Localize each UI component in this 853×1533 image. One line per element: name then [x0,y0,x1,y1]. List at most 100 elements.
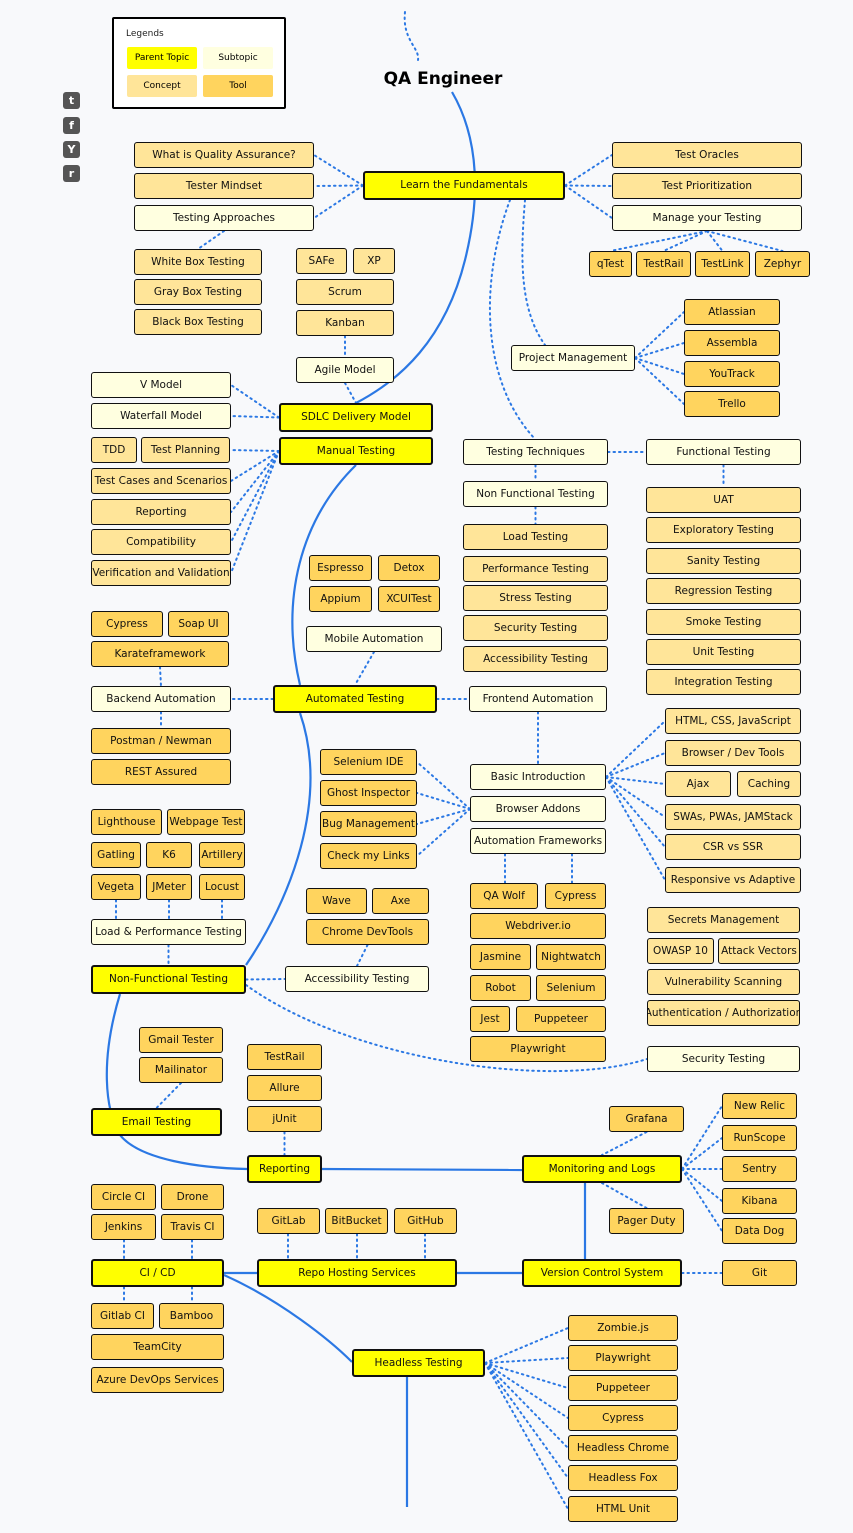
node-mailinator[interactable]: Mailinator [139,1057,223,1083]
node-circleci[interactable]: Circle CI [91,1184,156,1210]
node-prio[interactable]: Test Prioritization [612,173,802,199]
node-lighthouse[interactable]: Lighthouse [91,809,162,835]
node-chromedev[interactable]: Chrome DevTools [306,919,429,945]
node-testrail2[interactable]: TestRail [247,1044,322,1070]
node-ghost[interactable]: Ghost Inspector [320,780,417,806]
node-wiqa[interactable]: What is Quality Assurance? [134,142,314,168]
node-cypress1[interactable]: Cypress [91,611,163,637]
node-perf[interactable]: Performance Testing [463,556,608,582]
node-sdlc[interactable]: SDLC Delivery Model [279,403,433,432]
node-addons[interactable]: Browser Addons [470,796,606,822]
node-mobile[interactable]: Mobile Automation [306,626,442,652]
node-backend[interactable]: Backend Automation [91,686,231,712]
node-webpagetest[interactable]: Webpage Test [167,809,245,835]
node-git[interactable]: Git [722,1260,797,1286]
node-nonfunc1[interactable]: Non Functional Testing [463,481,608,507]
node-stress[interactable]: Stress Testing [463,585,608,611]
node-secrets[interactable]: Secrets Management [647,907,800,933]
node-integ[interactable]: Integration Testing [646,669,801,695]
node-locust[interactable]: Locust [199,874,245,900]
node-basicintro[interactable]: Basic Introduction [470,764,606,790]
node-agile[interactable]: Agile Model [296,357,394,383]
node-gmail[interactable]: Gmail Tester [139,1027,223,1053]
node-tmind[interactable]: Tester Mindset [134,173,314,199]
node-newrelic[interactable]: New Relic [722,1093,797,1119]
node-tdd[interactable]: TDD [91,437,137,463]
node-sentry[interactable]: Sentry [722,1156,797,1182]
node-explor[interactable]: Exploratory Testing [646,517,801,543]
node-drone[interactable]: Drone [161,1184,224,1210]
node-artillery[interactable]: Artillery [199,842,245,868]
node-bitbucket[interactable]: BitBucket [325,1208,388,1234]
node-datadog[interactable]: Data Dog [722,1218,797,1244]
node-jmeter[interactable]: JMeter [146,874,192,900]
node-xcui[interactable]: XCUITest [378,586,440,612]
node-ajax[interactable]: Ajax [665,771,731,797]
node-compat[interactable]: Compatibility [91,529,231,555]
node-reporting1[interactable]: Reporting [91,499,231,525]
node-monitoring[interactable]: Monitoring and Logs [522,1155,682,1183]
node-restassured[interactable]: REST Assured [91,759,231,785]
twitter-icon[interactable]: t [63,92,80,109]
node-wave[interactable]: Wave [306,888,367,914]
node-playwright2[interactable]: Playwright [568,1345,678,1371]
node-nonfunc2[interactable]: Non-Functional Testing [91,965,246,994]
node-email[interactable]: Email Testing [91,1108,222,1136]
node-cypress2[interactable]: Cypress [545,883,606,909]
node-robot[interactable]: Robot [470,975,531,1001]
reddit-icon[interactable]: r [63,165,80,182]
node-qtest[interactable]: qTest [589,251,632,277]
node-hfox[interactable]: Headless Fox [568,1465,678,1491]
node-soapui[interactable]: Soap UI [168,611,229,637]
node-automated[interactable]: Automated Testing [273,685,437,713]
node-junit[interactable]: jUnit [247,1106,322,1132]
node-oracles[interactable]: Test Oracles [612,142,802,168]
node-manual[interactable]: Manual Testing [279,437,433,465]
node-html[interactable]: HTML, CSS, JavaScript [665,708,801,734]
node-regress[interactable]: Regression Testing [646,578,801,604]
node-techniques[interactable]: Testing Techniques [463,439,608,465]
node-github[interactable]: GitHub [394,1208,457,1234]
node-zephyr[interactable]: Zephyr [755,251,810,277]
node-webdriverio[interactable]: Webdriver.io [470,913,606,939]
node-zombie[interactable]: Zombie.js [568,1315,678,1341]
node-tplan[interactable]: Test Planning [141,437,230,463]
node-runscope[interactable]: RunScope [722,1125,797,1151]
node-frontend[interactable]: Frontend Automation [469,686,607,712]
node-security2[interactable]: Security Testing [647,1046,800,1072]
node-headless[interactable]: Headless Testing [352,1349,485,1377]
node-qawolf[interactable]: QA Wolf [470,883,538,909]
node-scrum[interactable]: Scrum [296,279,394,305]
node-atlassian[interactable]: Atlassian [684,299,780,325]
node-black[interactable]: Black Box Testing [134,309,262,335]
node-access2[interactable]: Accessibility Testing [285,966,429,992]
node-selenium[interactable]: Selenium [536,975,606,1001]
node-appium[interactable]: Appium [309,586,372,612]
node-fund[interactable]: Learn the Fundamentals [363,171,565,200]
node-tappr[interactable]: Testing Approaches [134,205,314,231]
node-safe[interactable]: SAFe [296,248,347,274]
node-load[interactable]: Load Testing [463,524,608,550]
node-unit[interactable]: Unit Testing [646,639,801,665]
node-xp[interactable]: XP [353,248,395,274]
node-vmodel[interactable]: V Model [91,372,231,398]
node-cypress3[interactable]: Cypress [568,1405,678,1431]
node-vuln[interactable]: Vulnerability Scanning [647,969,800,995]
node-loadperf[interactable]: Load & Performance Testing [91,919,246,945]
node-attack[interactable]: Attack Vectors [718,938,800,964]
node-uat[interactable]: UAT [646,487,801,513]
node-htmlunit[interactable]: HTML Unit [568,1496,678,1522]
node-functional[interactable]: Functional Testing [646,439,801,465]
node-kibana[interactable]: Kibana [722,1188,797,1214]
node-teamcity[interactable]: TeamCity [91,1334,224,1360]
facebook-icon[interactable]: f [63,117,80,134]
node-assembla[interactable]: Assembla [684,330,780,356]
node-bugmgmt[interactable]: Bug Management [320,811,417,837]
node-auth[interactable]: Authentication / Authorization [647,1000,800,1026]
node-reporting2[interactable]: Reporting [247,1155,322,1183]
node-tcases[interactable]: Test Cases and Scenarios [91,468,231,494]
node-seleniumide[interactable]: Selenium IDE [320,749,417,775]
node-gatling[interactable]: Gatling [91,842,141,868]
node-axe[interactable]: Axe [372,888,429,914]
node-jest[interactable]: Jest [470,1006,510,1032]
